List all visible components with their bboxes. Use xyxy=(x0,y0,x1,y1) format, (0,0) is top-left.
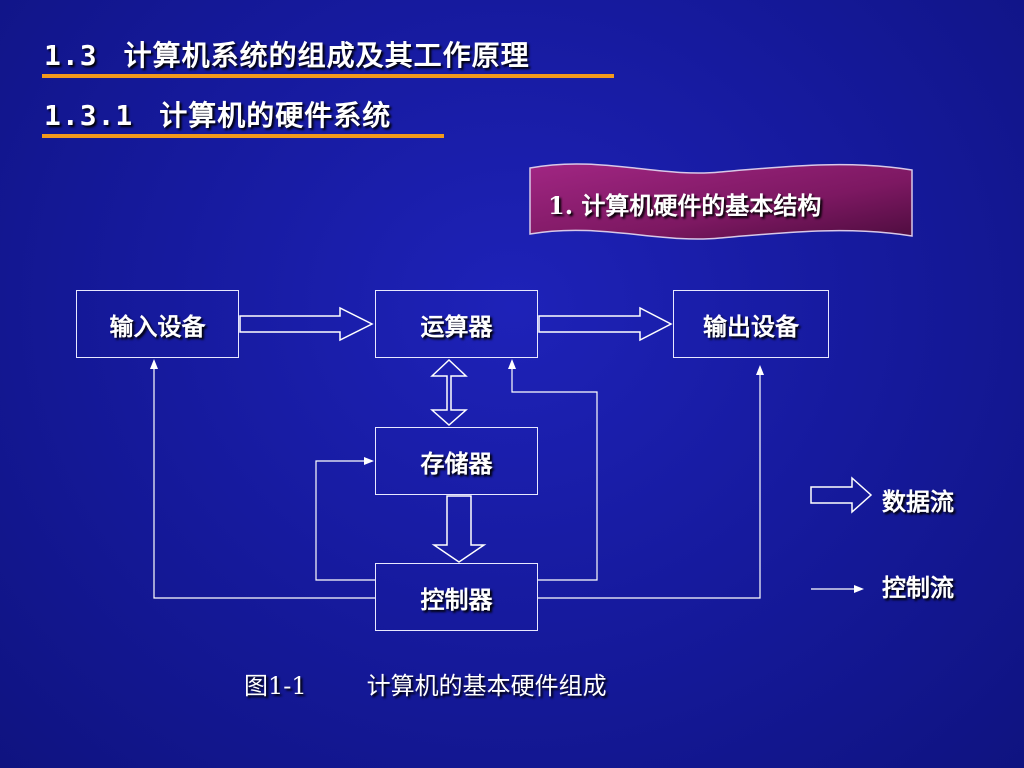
section-number: 1.3 xyxy=(44,39,98,72)
legend-control-flow-label: 控制流 xyxy=(882,574,954,602)
input-device-label: 输入设备 xyxy=(109,312,206,341)
banner-shape xyxy=(529,163,913,240)
banner-label: 1. 计算机硬件的基本结构 xyxy=(548,191,822,220)
data-arrow-input-to-alu xyxy=(239,306,374,342)
control-line-to-input xyxy=(153,365,375,599)
controller-box: 控制器 xyxy=(375,563,538,631)
legend-data-flow-label: 数据流 xyxy=(882,488,954,516)
control-arrowhead-alu xyxy=(508,359,516,369)
control-line-to-alu xyxy=(511,366,598,581)
legend-control-arrowhead xyxy=(854,585,864,593)
control-line-to-memory xyxy=(315,460,375,581)
alu-box: 运算器 xyxy=(375,290,538,358)
section-underline xyxy=(42,74,614,78)
subsection-number: 1.3.1 xyxy=(44,99,134,132)
subsection-underline xyxy=(42,134,444,138)
figure-caption-text: 计算机的基本硬件组成 xyxy=(366,672,607,700)
data-arrow-memory-to-controller xyxy=(431,495,487,563)
controller-label: 控制器 xyxy=(420,585,493,614)
control-line-to-output xyxy=(538,372,761,599)
memory-label: 存储器 xyxy=(420,449,493,478)
section-heading: 1.3 计算机系统的组成及其工作原理 xyxy=(44,34,530,74)
control-arrowhead-output xyxy=(756,365,764,375)
legend-data-flow-arrow xyxy=(810,476,873,514)
memory-box: 存储器 xyxy=(375,427,538,495)
alu-label: 运算器 xyxy=(420,312,493,341)
subsection-heading: 1.3.1 计算机的硬件系统 xyxy=(44,94,391,134)
control-arrowhead-input xyxy=(150,359,158,369)
section-title: 计算机系统的组成及其工作原理 xyxy=(123,39,530,72)
data-arrow-alu-to-output xyxy=(538,306,673,342)
data-arrow-alu-memory xyxy=(430,358,468,427)
figure-number: 图1-1 xyxy=(244,672,307,700)
figure-caption: 图1-1 计算机的基本硬件组成 xyxy=(244,666,607,701)
input-device-box: 输入设备 xyxy=(76,290,239,358)
control-arrowhead-memory xyxy=(364,457,374,465)
output-device-box: 输出设备 xyxy=(673,290,829,358)
subsection-title: 计算机的硬件系统 xyxy=(159,99,392,132)
output-device-label: 输出设备 xyxy=(703,312,799,341)
